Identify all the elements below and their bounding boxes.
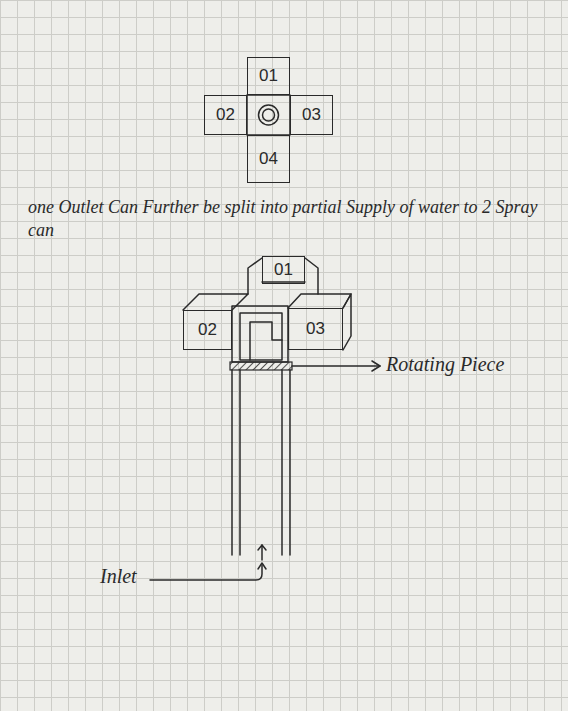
outlet-face: 01 xyxy=(262,256,305,284)
outlet-box: 02 xyxy=(204,95,247,135)
note-text: one Outlet Can Further be split into par… xyxy=(28,196,560,241)
part-label: Rotating Piece xyxy=(386,352,561,377)
outlet-number: 01 xyxy=(274,260,293,280)
outlet-face: 02 xyxy=(183,310,232,350)
outlet-box: 04 xyxy=(247,135,290,183)
outlet-number: 02 xyxy=(198,320,217,340)
outlet-number: 01 xyxy=(259,66,278,86)
outlet-face: 03 xyxy=(288,308,343,350)
outlet-number: 03 xyxy=(306,319,325,339)
outlet-box: 01 xyxy=(247,57,290,95)
outlet-box: 03 xyxy=(290,95,333,135)
outlet-number: 02 xyxy=(216,105,235,125)
outlet-number: 03 xyxy=(302,105,321,125)
part-label: Inlet xyxy=(100,564,180,589)
outlet-number: 04 xyxy=(259,149,278,169)
